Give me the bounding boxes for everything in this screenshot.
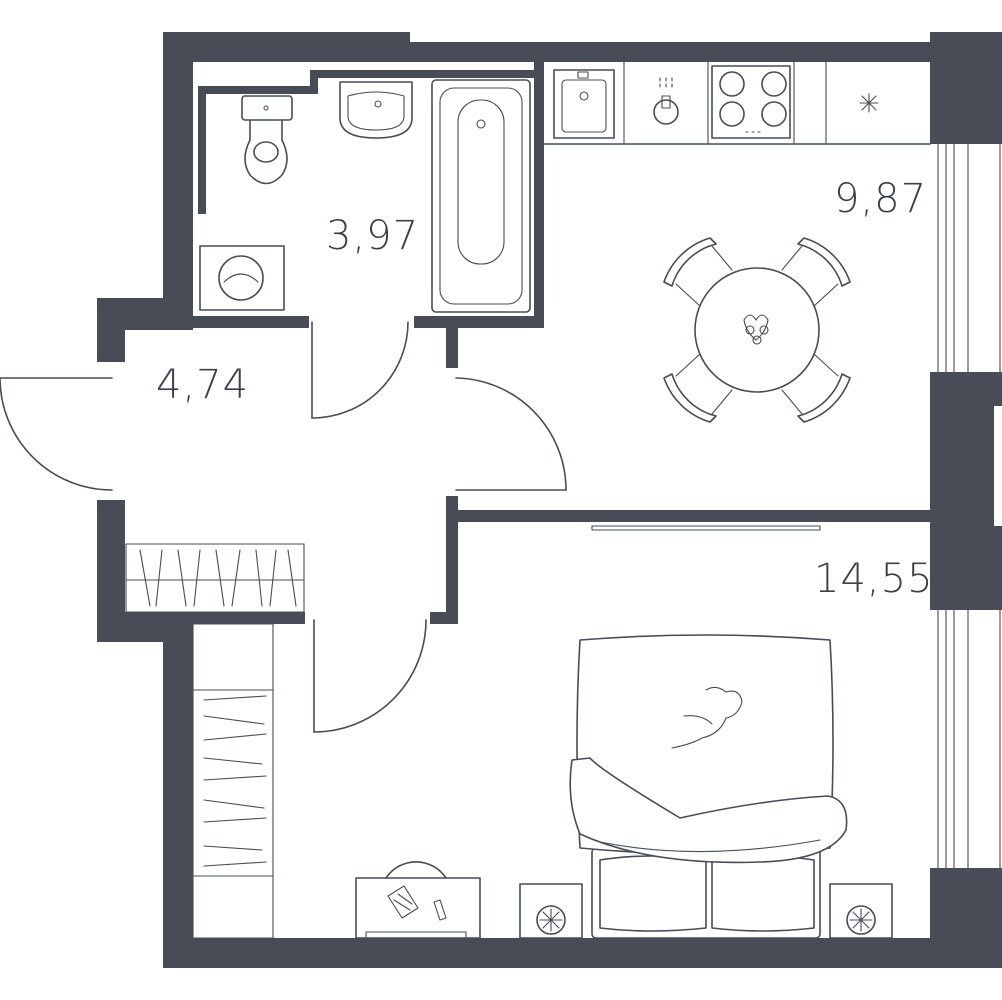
area-hallway: 4,74 [156, 362, 249, 408]
entrance-door [0, 377, 113, 491]
bedroom-wardrobe-icon [192, 623, 274, 939]
wardrobe-icon [125, 543, 305, 613]
toilet-icon [241, 95, 293, 185]
walls [97, 32, 1002, 968]
kitchen-door [455, 377, 567, 491]
washing-machine-icon [199, 245, 285, 311]
radiator-fan-icon [519, 883, 583, 939]
bedroom-door [313, 619, 427, 733]
tv-icon [591, 525, 821, 531]
kitchen-sink-icon [553, 69, 615, 139]
bed-icon [569, 634, 848, 939]
bathroom-door [311, 321, 409, 419]
sink-icon [339, 81, 413, 139]
window-bedroom [937, 609, 1001, 869]
window-kitchen [937, 143, 1001, 373]
kettle-icon [653, 77, 679, 125]
dining-table-icon [663, 237, 851, 423]
radiator-fan-icon-2 [829, 883, 893, 939]
kitchen-counter [543, 61, 931, 145]
fridge-icon [859, 93, 879, 113]
stove-icon [711, 65, 791, 139]
area-kitchen: 9,87 [834, 176, 927, 222]
bathtub-icon [431, 79, 531, 313]
desk-icon [355, 861, 481, 939]
area-bathroom: 3,97 [326, 213, 419, 259]
area-bedroom: 14,55 [814, 556, 934, 602]
